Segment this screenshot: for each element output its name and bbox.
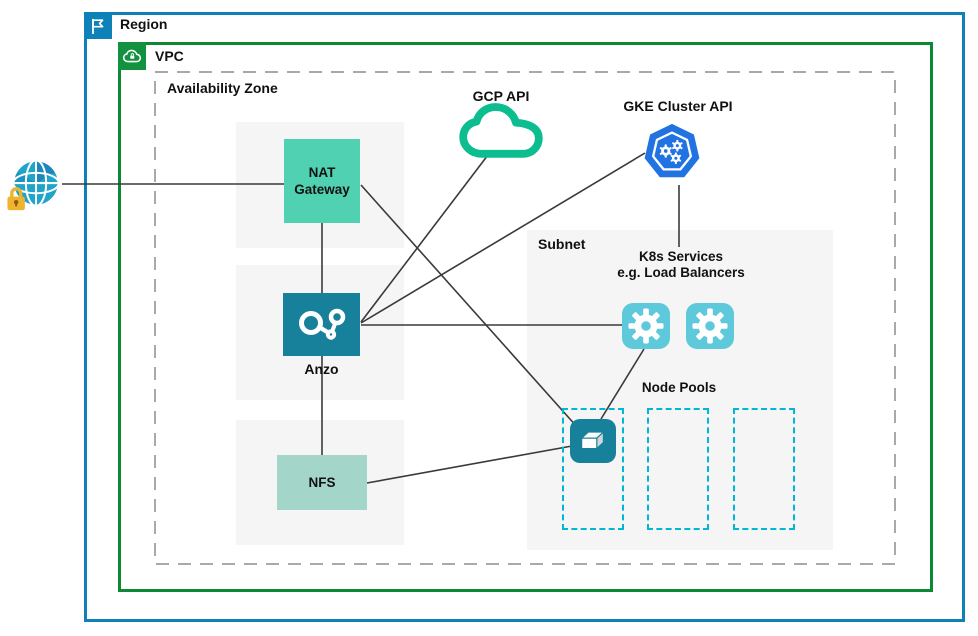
globe-lock-icon <box>6 155 66 220</box>
nfs-label: NFS <box>308 475 336 490</box>
node-pools-label: Node Pools <box>641 380 717 395</box>
gear-icon <box>692 308 728 344</box>
flag-icon <box>84 12 112 39</box>
k8s-services-label: K8s Services e.g. Load Balancers <box>595 249 767 281</box>
cloud-lock-icon <box>118 42 146 70</box>
cloud-outline-icon <box>459 102 543 165</box>
availability-zone-label: Availability Zone <box>167 80 278 96</box>
nat-gateway-node: NAT Gateway <box>284 139 360 223</box>
open-box-icon <box>580 430 605 450</box>
nat-gateway-label-line2: Gateway <box>294 182 350 197</box>
node-pool <box>647 408 709 530</box>
nfs-node: NFS <box>277 455 367 510</box>
kubernetes-heptagon-icon <box>643 122 701 185</box>
node-pool <box>733 408 795 530</box>
anzo-label: Anzo <box>304 361 339 377</box>
node-pool-vm-node <box>570 419 616 463</box>
region-container <box>84 12 965 622</box>
anzo-node <box>283 293 360 356</box>
node-pool <box>562 408 624 530</box>
vpc-container <box>118 42 933 592</box>
k8s-service-node <box>622 303 670 349</box>
k8s-services-label-line1: K8s Services <box>638 249 724 264</box>
subnet-label: Subnet <box>538 236 586 252</box>
anzo-graph-icon <box>298 308 345 340</box>
vpc-label: VPC <box>155 48 184 64</box>
nat-gateway-label-line1: NAT <box>308 165 336 180</box>
gcp-api-label: GCP API <box>472 88 530 104</box>
k8s-service-node <box>686 303 734 349</box>
k8s-services-label-line2: e.g. Load Balancers <box>617 265 745 280</box>
gke-cluster-api-label: GKE Cluster API <box>623 98 733 114</box>
region-label: Region <box>120 16 168 32</box>
gear-icon <box>628 308 664 344</box>
